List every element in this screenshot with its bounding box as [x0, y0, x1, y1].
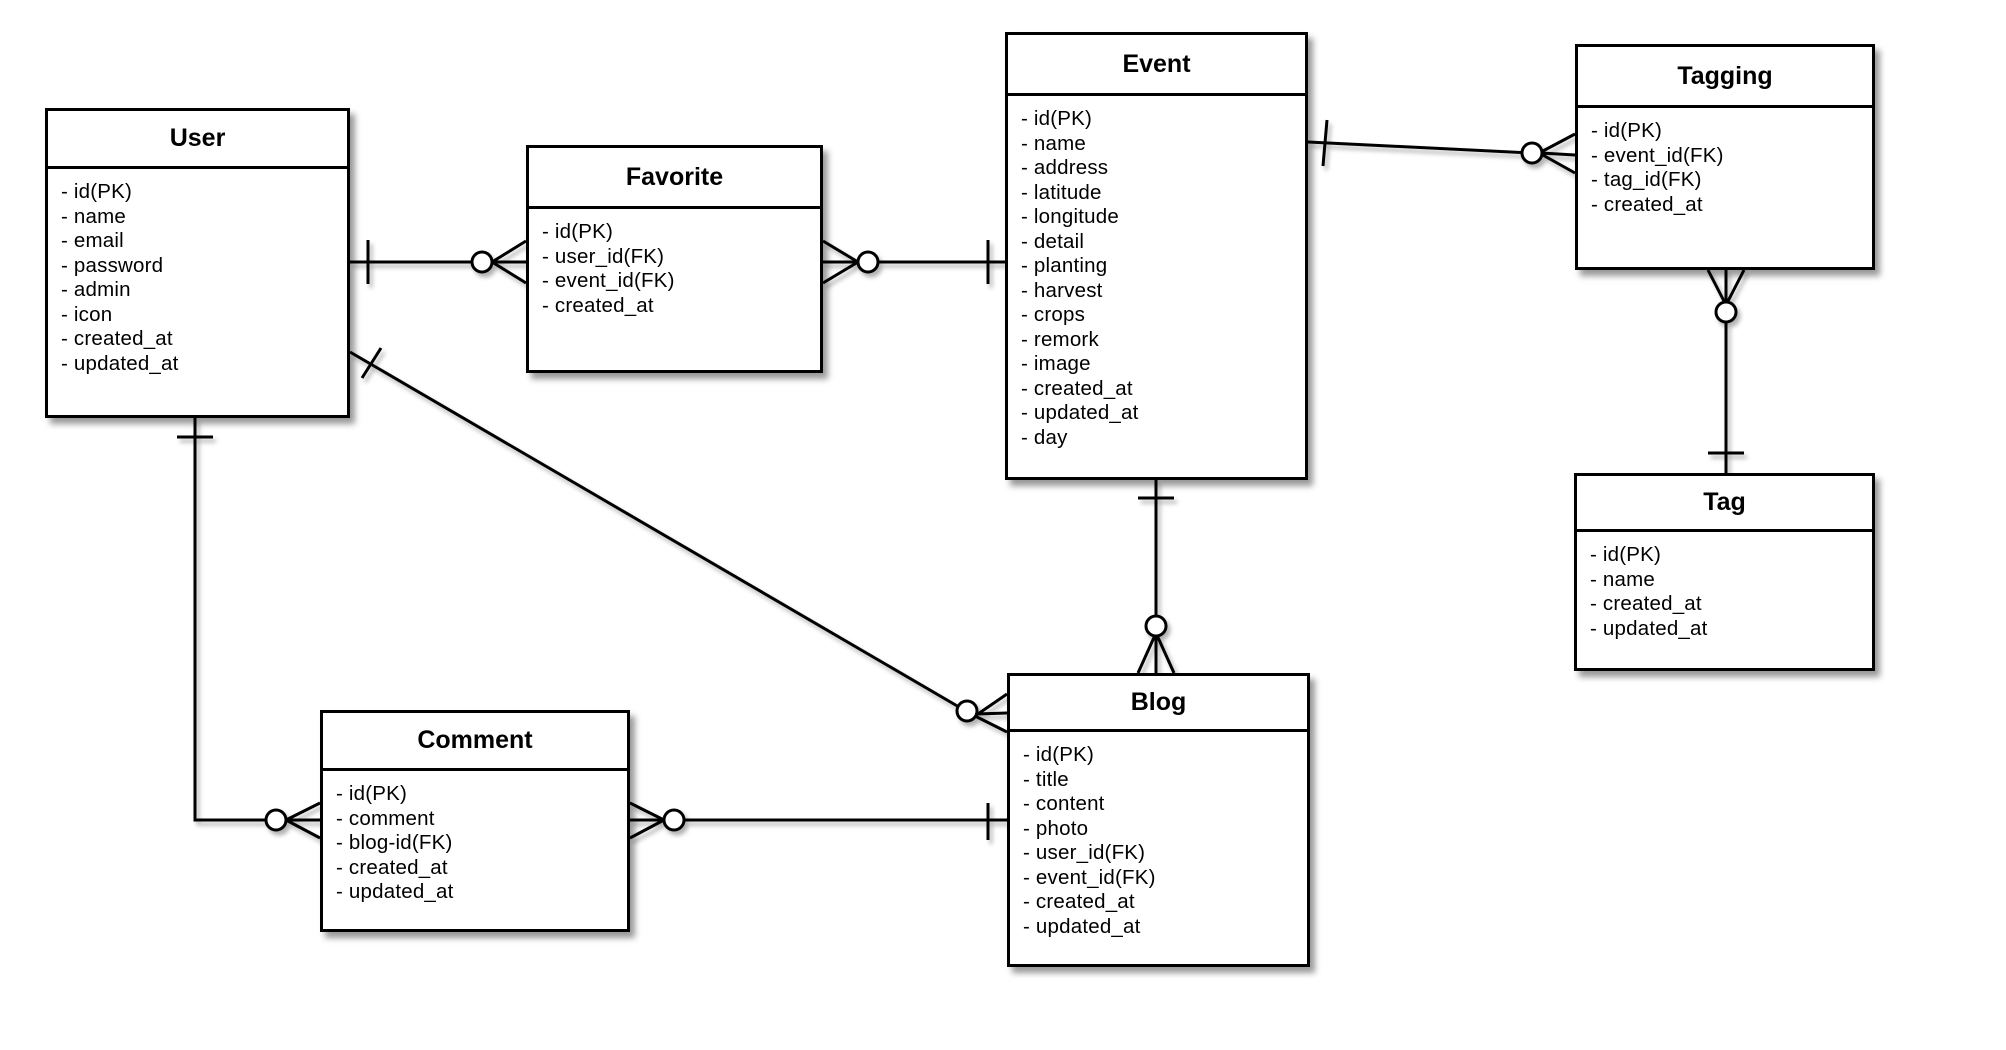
- entity-favorite-fields: - id(PK)- user_id(FK)- event_id(FK)- cre…: [529, 209, 820, 318]
- entity-field: - id(PK): [336, 782, 408, 805]
- entity-field: - day: [1021, 425, 1068, 449]
- entity-field: - updated_at: [61, 351, 179, 375]
- entity-field: - address: [1021, 156, 1109, 179]
- entity-user-title: User: [48, 111, 347, 169]
- entity-field: - name: [61, 204, 127, 228]
- entity-tagging-fields: - id(PK)- event_id(FK)- tag_id(FK)- crea…: [1578, 108, 1872, 217]
- entity-tag-title: Tag: [1577, 476, 1872, 532]
- entity-field: - title: [1023, 767, 1069, 791]
- entity-tag[interactable]: Tag - id(PK)- name- created_at- updated_…: [1574, 473, 1875, 671]
- entity-field: - crops: [1021, 303, 1086, 326]
- entity-field: - comment: [336, 806, 435, 830]
- entity-field: - tag_id(FK): [1591, 168, 1702, 191]
- entity-user[interactable]: User - id(PK)- name- email- password- ad…: [45, 108, 350, 418]
- entity-blog-title: Blog: [1010, 676, 1307, 732]
- entity-field: - created_at: [1021, 376, 1133, 400]
- entity-field: - updated_at: [1023, 914, 1141, 938]
- relationship-user-blog: [349, 347, 1008, 734]
- entity-field: - updated_at: [1590, 616, 1708, 640]
- entity-favorite[interactable]: Favorite - id(PK)- user_id(FK)- event_id…: [526, 145, 823, 373]
- entity-event-title: Event: [1008, 35, 1305, 96]
- entity-tag-fields: - id(PK)- name- created_at- updated_at: [1577, 532, 1872, 641]
- entity-field: - event_id(FK): [542, 269, 675, 292]
- entity-tagging-title: Tagging: [1578, 47, 1872, 108]
- entity-field: - created_at: [542, 293, 654, 317]
- entity-field: - admin: [61, 278, 131, 301]
- entity-user-fields: - id(PK)- name- email- password- admin- …: [48, 169, 347, 376]
- entity-field: - user_id(FK): [1023, 841, 1146, 864]
- entity-field: - id(PK): [1023, 743, 1095, 766]
- relationship-user-favorite: [350, 239, 527, 285]
- relationship-tag-tagging: [1706, 269, 1746, 473]
- entity-field: - blog-id(FK): [336, 831, 453, 854]
- entity-field: - email: [61, 229, 124, 252]
- entity-field: - latitude: [1021, 180, 1102, 204]
- entity-field: - password: [61, 253, 164, 277]
- entity-field: - name: [1021, 131, 1087, 155]
- entity-field: - remork: [1021, 327, 1099, 351]
- entity-field: - created_at: [336, 855, 448, 879]
- entity-field: - detail: [1021, 229, 1085, 253]
- entity-field: - updated_at: [1021, 401, 1139, 424]
- entity-field: - content: [1023, 792, 1105, 815]
- entity-favorite-title: Favorite: [529, 148, 820, 209]
- entity-field: - event_id(FK): [1023, 865, 1156, 889]
- entity-field: - harvest: [1021, 278, 1103, 302]
- entity-field: - name: [1590, 567, 1656, 591]
- entity-field: - planting: [1021, 254, 1108, 277]
- entity-blog[interactable]: Blog - id(PK)- title- content- photo- us…: [1007, 673, 1310, 967]
- entity-field: - event_id(FK): [1591, 143, 1724, 167]
- entity-comment[interactable]: Comment - id(PK)- comment- blog-id(FK)- …: [320, 710, 630, 932]
- entity-field: - id(PK): [61, 180, 133, 203]
- entity-field: - longitude: [1021, 205, 1119, 228]
- relationship-event-blog: [1136, 480, 1176, 674]
- entity-field: - user_id(FK): [542, 244, 665, 268]
- entity-field: - image: [1021, 352, 1091, 375]
- relationship-event-favorite: [822, 239, 1005, 285]
- entity-field: - id(PK): [542, 220, 614, 243]
- entity-field: - icon: [61, 302, 113, 326]
- relationship-event-tagging: [1307, 119, 1576, 175]
- entity-field: - photo: [1023, 816, 1089, 840]
- entity-comment-fields: - id(PK)- comment- blog-id(FK)- created_…: [323, 771, 627, 905]
- entity-tagging[interactable]: Tagging - id(PK)- event_id(FK)- tag_id(F…: [1575, 44, 1875, 270]
- entity-field: - updated_at: [336, 880, 454, 903]
- entity-field: - created_at: [1590, 592, 1702, 615]
- entity-field: - created_at: [61, 327, 173, 350]
- entity-event-fields: - id(PK)- name- address- latitude- longi…: [1008, 96, 1305, 450]
- entity-comment-title: Comment: [323, 713, 627, 771]
- entity-field: - created_at: [1023, 890, 1135, 913]
- entity-field: - id(PK): [1591, 119, 1663, 142]
- entity-event[interactable]: Event - id(PK)- name- address- latitude-…: [1005, 32, 1308, 480]
- relationship-user-comment: [177, 418, 321, 840]
- entity-field: - created_at: [1591, 192, 1703, 216]
- entity-blog-fields: - id(PK)- title- content- photo- user_id…: [1010, 732, 1307, 939]
- entity-field: - id(PK): [1590, 543, 1662, 566]
- entity-field: - id(PK): [1021, 107, 1093, 130]
- relationship-blog-comment: [629, 801, 1007, 840]
